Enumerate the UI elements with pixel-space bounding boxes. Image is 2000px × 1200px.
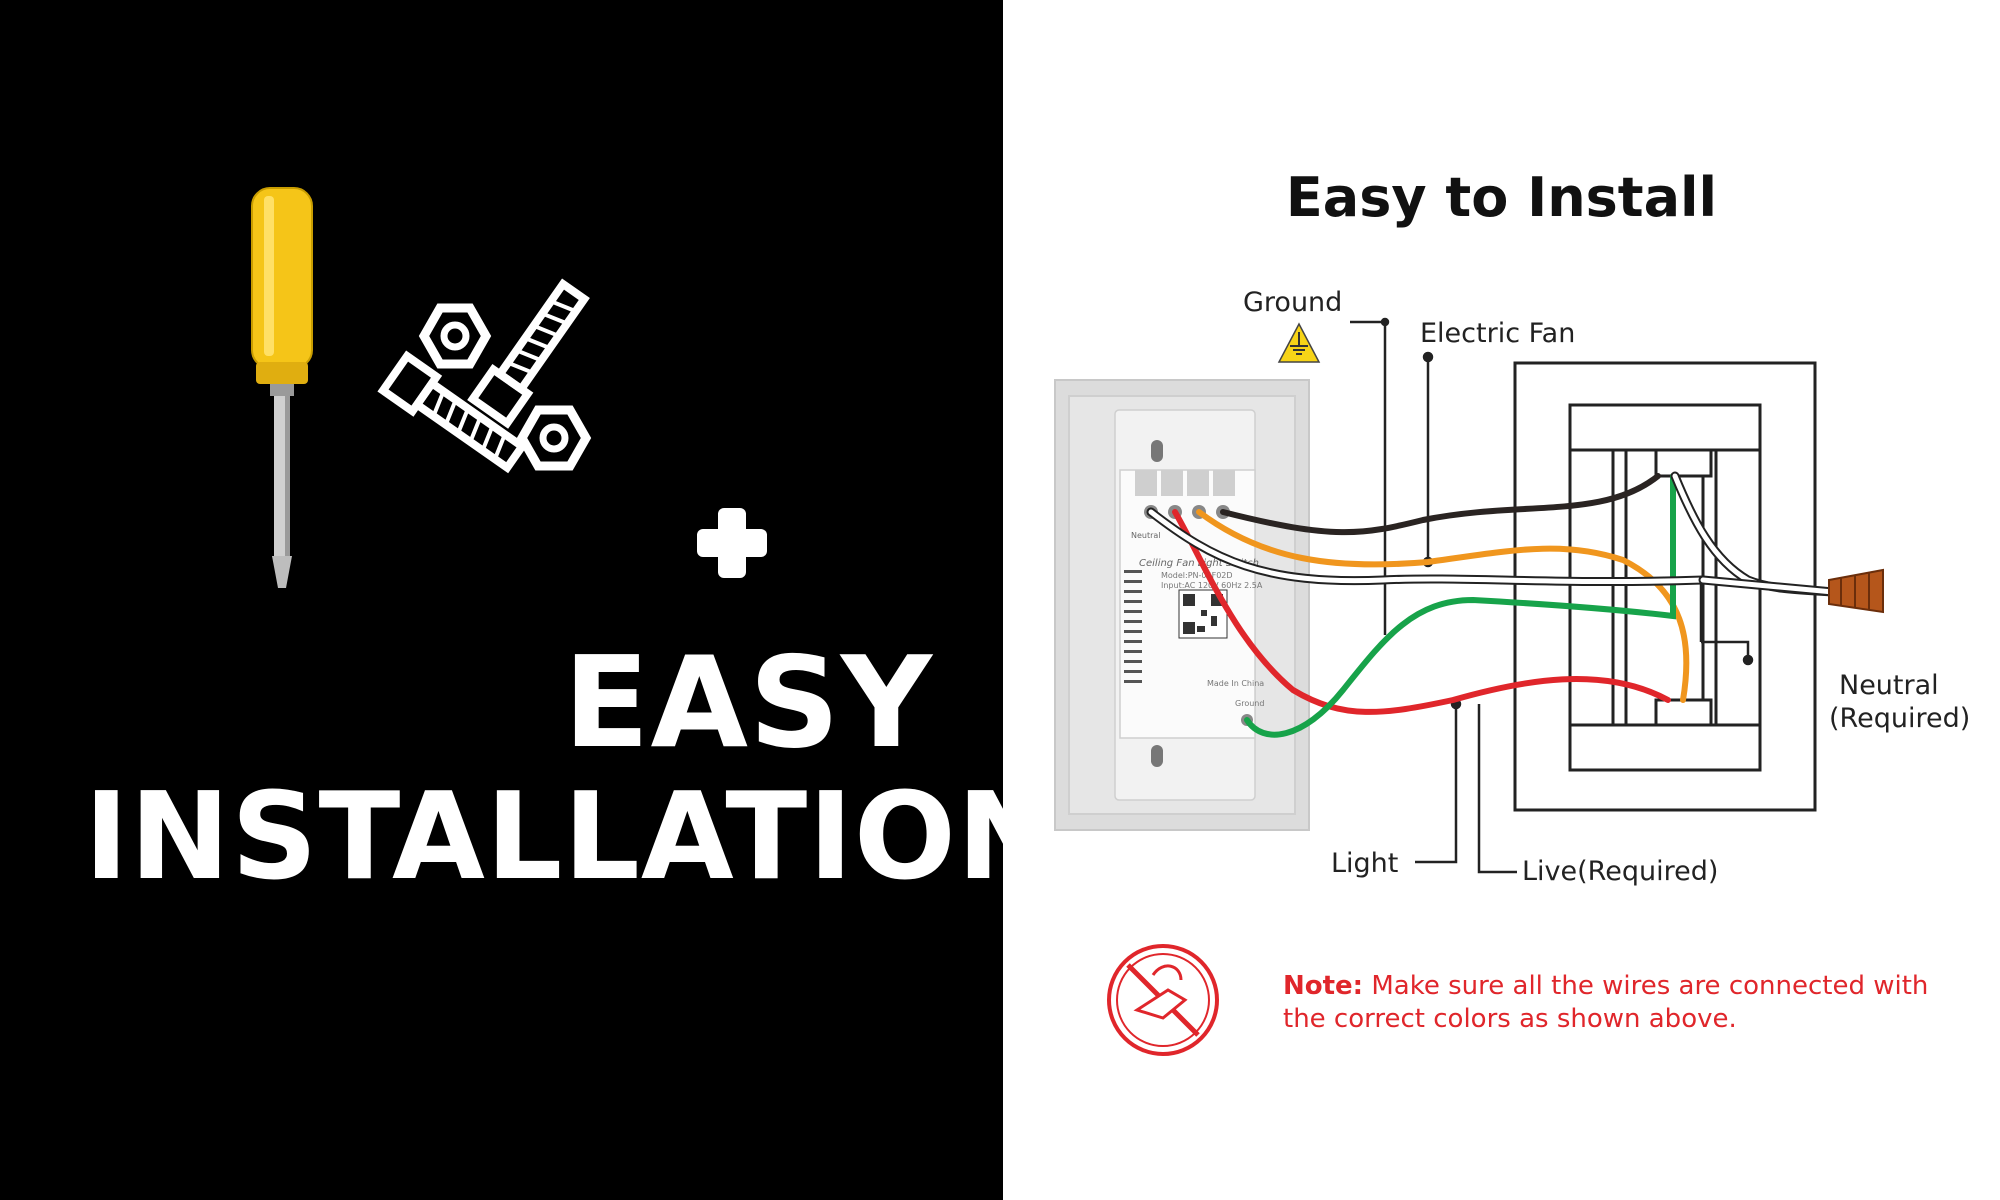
diagram-title: Easy to Install (1285, 166, 1718, 229)
device-made-text: Made In China (1207, 679, 1264, 688)
bolt-icon (467, 278, 590, 429)
label-ground: Ground (1243, 287, 1343, 318)
plus-icon (697, 508, 767, 578)
note-wire-icon (1107, 944, 1219, 1056)
white-wire (1148, 509, 1706, 585)
label-neutral: Neutral (1839, 670, 1939, 701)
black-wire (1220, 473, 1661, 536)
right-panel: Easy to Install (1003, 0, 2000, 1200)
note-body: Make sure all the wires are connected wi… (1283, 971, 1929, 1034)
hex-nut-icon (516, 405, 592, 471)
note-prefix: Note: (1283, 971, 1364, 1001)
hex-nut-icon (418, 303, 492, 369)
left-icons (251, 187, 767, 588)
label-live: Live(Required) (1522, 856, 1719, 887)
installation-heading: INSTALLATION (84, 768, 1059, 907)
red-wire (1172, 509, 1671, 715)
label-light: Light (1331, 848, 1399, 879)
note-text: Note: Make sure all the wires are connec… (1283, 970, 1943, 1036)
orange-wire (1196, 509, 1690, 703)
ground-warning-icon (1277, 322, 1321, 363)
smart-switch: Neutral Ceiling Fan Light Switch Model:P… (1054, 379, 1310, 831)
label-electric-fan: Electric Fan (1420, 318, 1576, 349)
wires (1146, 471, 1838, 738)
screwdriver-icon (251, 187, 313, 588)
green-wire (1244, 473, 1676, 738)
leader-lines (1350, 317, 1754, 874)
device-ground-text: Ground (1235, 699, 1264, 708)
label-neutral-required: (Required) (1829, 703, 1971, 734)
easy-heading: EASY (563, 629, 933, 776)
left-panel: EASY INSTALLATION (0, 0, 1003, 1200)
bolt-icon (377, 350, 528, 474)
wiring-diagram: Neutral Ceiling Fan Light Switch Model:P… (1054, 317, 1884, 1056)
device-model-text: Model:PN-04F02D (1161, 571, 1233, 580)
wire-nut-icon (1828, 568, 1884, 614)
device-neutral-text: Neutral (1131, 531, 1161, 540)
